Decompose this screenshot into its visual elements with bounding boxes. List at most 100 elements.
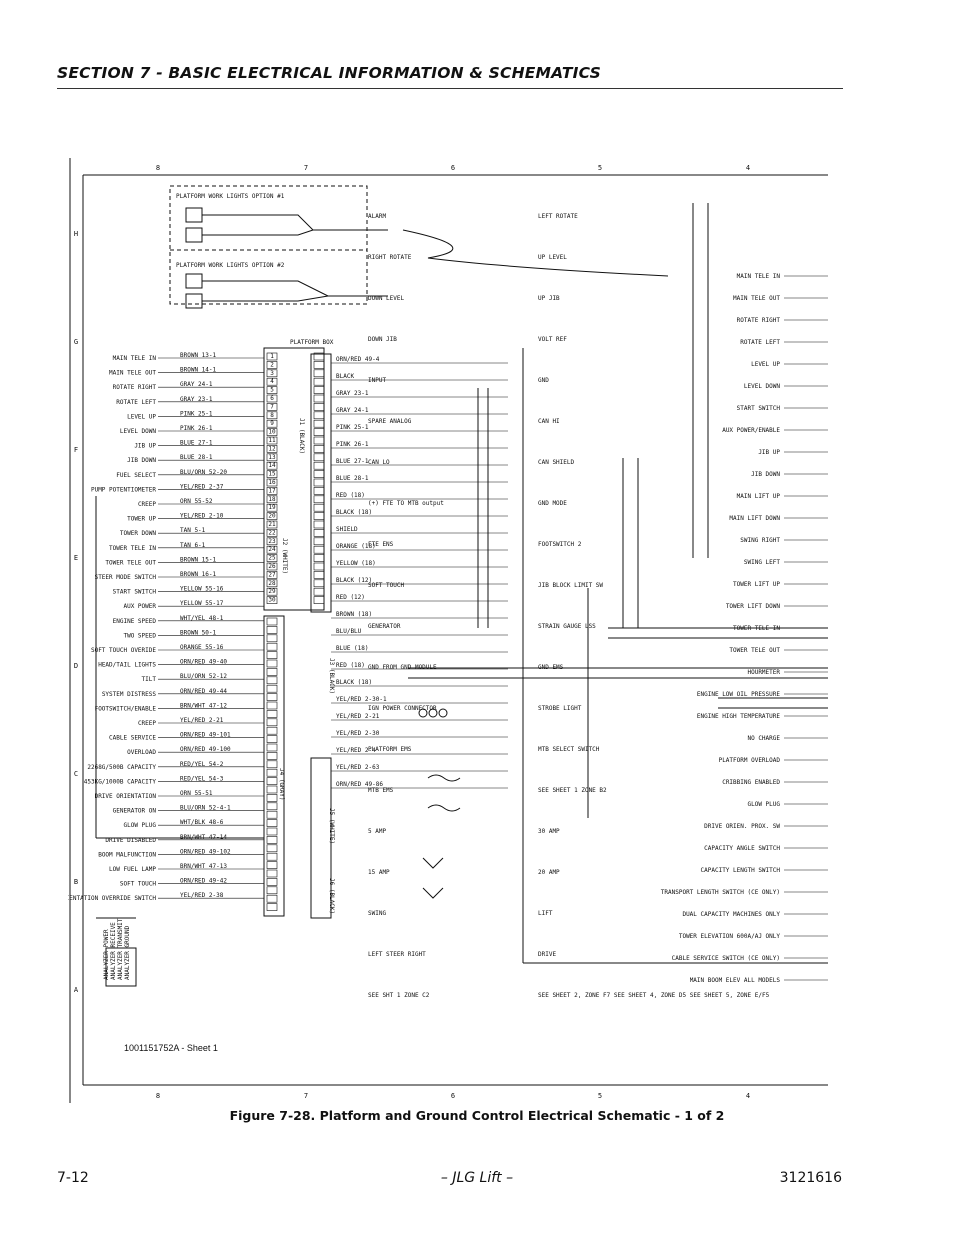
wire-label: BLUE 28-1 (336, 475, 369, 482)
pin (266, 436, 278, 445)
function-label: TOWER LIFT UP (733, 581, 780, 588)
zone-column-top: 7 (304, 164, 308, 172)
pin (313, 377, 325, 386)
component-label: SEE SHT 1 ZONE C2 (368, 992, 430, 999)
pin (266, 617, 278, 626)
component-label: STROBE LIGHT (538, 705, 582, 712)
component-label: MTB EMS (368, 787, 394, 794)
wire-label: ORANGE (18) (336, 543, 376, 550)
document-number: 3121616 (779, 1170, 842, 1186)
component-label: RIGHT ROTATE (368, 254, 412, 261)
function-label: CREEP (138, 501, 156, 508)
component-label: 30 AMP (538, 828, 560, 835)
wire-label: ORN/RED 49-86 (336, 781, 383, 788)
wire-label: TAN 6-1 (180, 542, 206, 549)
function-label: AUX POWER (123, 603, 156, 610)
function-label: TOWER UP (127, 516, 156, 523)
pin-number: 18 (268, 496, 276, 503)
pin-number: 30 (268, 597, 276, 604)
pin-number: 4 (270, 378, 274, 385)
function-label: 453KG/1000B CAPACITY (84, 778, 157, 785)
component-label: CAN HI (538, 418, 560, 425)
wire-label: YEL/RED 2-30-1 (336, 696, 387, 703)
pin (266, 503, 278, 512)
pin-number: 23 (268, 538, 276, 545)
pin (313, 554, 325, 562)
pin-number: 3 (270, 370, 274, 377)
page-number: 7-12 (57, 1170, 89, 1186)
function-label: HOURMETER (747, 669, 780, 676)
pin (266, 768, 278, 777)
zone-column-top: 8 (156, 164, 160, 172)
wire-label: YEL/RED 2-63 (336, 764, 380, 771)
pin (266, 659, 278, 668)
pin (266, 693, 278, 701)
pin (266, 554, 278, 562)
wire-label: YEL/RED 2-38 (180, 892, 224, 899)
connector-label: J4 (GRAY) (278, 768, 285, 801)
zone-column-bottom: 8 (156, 1092, 160, 1100)
schematic-drawing: PLATFORM WORK LIGHTS OPTION #1 PLATFORM … (68, 158, 828, 1103)
function-label: AUX POWER/ENABLE (722, 427, 780, 434)
pin (266, 579, 278, 588)
pin (313, 419, 325, 428)
function-label: DUAL CAPACITY MACHINES ONLY (682, 911, 780, 918)
wire-label: BLU/ORN 52-12 (180, 673, 227, 680)
function-label: CABLE SERVICE (109, 735, 156, 742)
function-label: TOWER TELE OUT (729, 647, 780, 654)
platform-box-title: PLATFORM BOX (290, 339, 334, 346)
function-label: ROTATE RIGHT (737, 317, 781, 324)
pin (313, 445, 325, 453)
pin (266, 827, 278, 836)
component-label: GND MODE (538, 500, 567, 507)
analyzer-label: ANALYZER TRANSMIT (117, 918, 124, 980)
pin (266, 545, 278, 554)
pin (266, 802, 278, 811)
pin (266, 819, 278, 827)
function-label: ROTATE RIGHT (113, 384, 157, 391)
component-label: VOLT REF (538, 336, 567, 343)
function-label: TOWER DOWN (120, 530, 157, 537)
function-label: JIB UP (758, 449, 780, 456)
function-label: NO CHARGE (747, 735, 780, 742)
component-label: SEE SHEET 2, ZONE F7 SEE SHEET 4, ZONE D… (538, 992, 770, 999)
wire-label: BLU/ORN 52-20 (180, 469, 227, 476)
component-label: (+) FTE TO MTB output (368, 500, 444, 507)
pin (266, 718, 278, 727)
pin (266, 869, 278, 878)
wire-label: BROWN 50-1 (180, 629, 217, 636)
component-label: FOOTSWITCH 2 (538, 541, 582, 548)
function-label: ENGINE LOW OIL PRESSURE (697, 691, 780, 698)
component-label: DOWN LEVEL (368, 295, 405, 302)
component-label: GND (538, 377, 549, 384)
wire-label: BRN/WHT 47-12 (180, 702, 227, 709)
pin (266, 596, 278, 604)
wire-label: ORN/RED 49-101 (180, 732, 231, 739)
wire-label: SHIELD (336, 526, 358, 533)
function-label: 2268G/500B CAPACITY (87, 764, 156, 771)
pin-number: 22 (268, 529, 276, 536)
component-label: 15 AMP (368, 869, 390, 876)
connector-label: J5 (WHITE) (328, 808, 335, 844)
pin-number: 10 (268, 429, 276, 436)
component-label: LIFT (538, 910, 553, 917)
pin (266, 844, 278, 853)
pin (266, 634, 278, 643)
connector-label: J6 (BLACK) (328, 878, 335, 914)
function-label: ROTATE LEFT (116, 399, 156, 406)
pin (313, 545, 325, 554)
pin (313, 394, 325, 403)
section-title: SECTION 7 - BASIC ELECTRICAL INFORMATION… (57, 64, 602, 82)
component-label: JIB BLOCK LIMIT SW (538, 582, 603, 589)
pin-number: 12 (268, 445, 276, 452)
header-rule (57, 88, 843, 89)
pin (266, 361, 278, 369)
pin (266, 878, 278, 886)
analyzer-label: ANALYZER RECEIVE (110, 922, 117, 980)
pin (313, 512, 325, 520)
function-label: FOOTSWITCH/ENABLE (95, 705, 157, 712)
schematic-border (69, 158, 828, 1103)
function-label: START SWITCH (737, 405, 781, 412)
pin-number: 17 (268, 487, 276, 494)
